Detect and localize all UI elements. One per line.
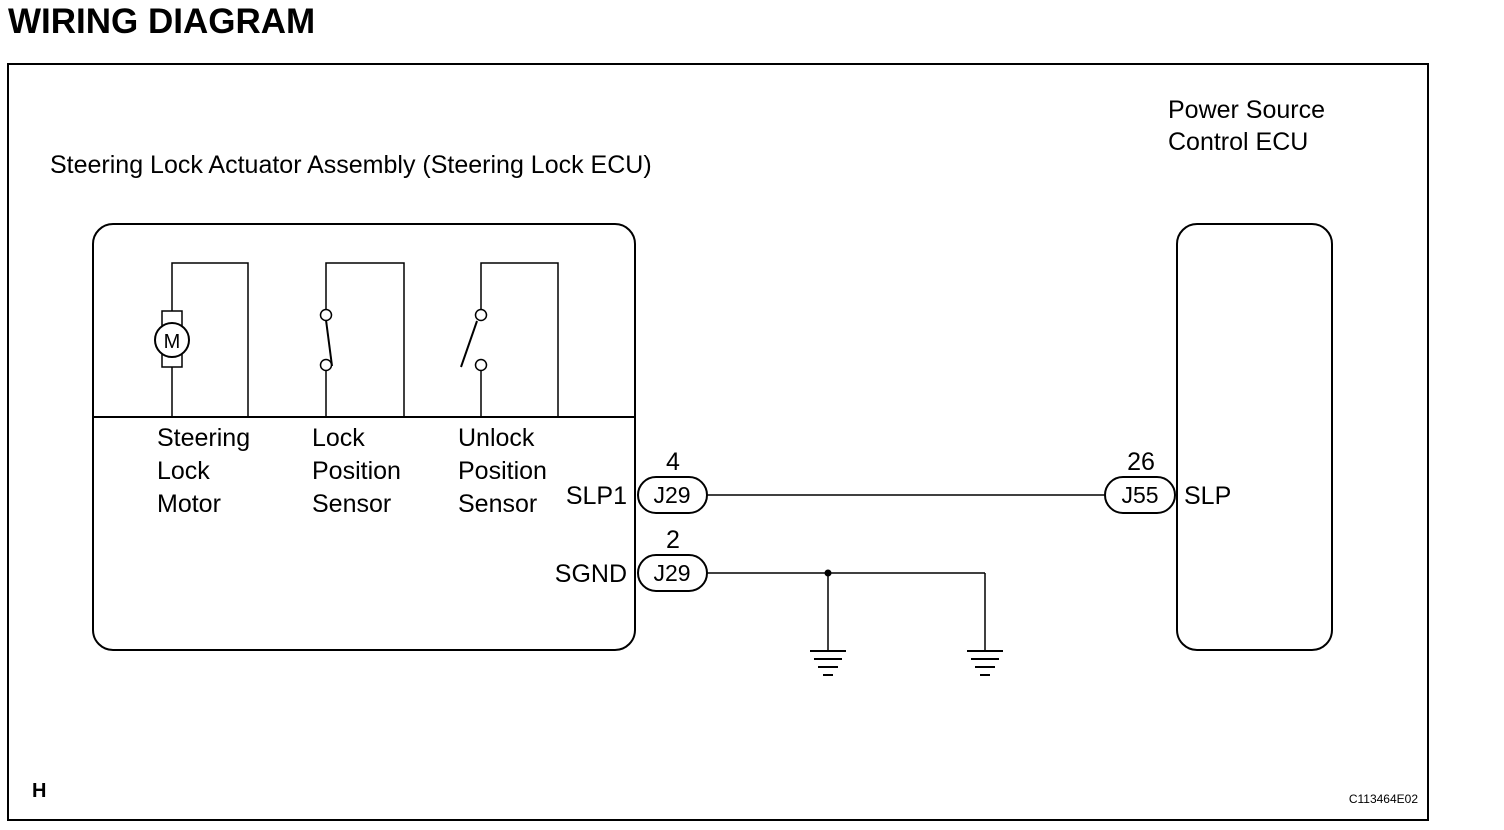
unlock-sensor-switch [460,262,559,417]
lock-sensor-label-line-1: Lock [312,424,365,452]
connector-j55 [1104,476,1176,514]
terminal-slp1-label: SLP1 [566,482,627,510]
actuator-assembly-label: Steering Lock Actuator Assembly (Steerin… [50,151,652,179]
actuator-assembly-box [92,223,636,651]
figure-code: C113464E02 [1349,792,1418,806]
connector-j55-label: J55 [1121,482,1158,508]
diagram-title: WIRING DIAGRAM [8,2,316,41]
motor-icon [154,322,190,358]
ground-symbol-1 [810,650,846,676]
motor-label-line-2: Lock [157,457,210,485]
lock-sensor-switch [319,262,405,417]
pin-number-slp: 26 [1127,448,1155,476]
lock-sensor-label-line-2: Position [312,457,401,485]
unlock-sensor-label-line-2: Position [458,457,547,485]
unlock-sensor-label-line-3: Sensor [458,490,537,518]
motor-symbol: M [164,331,181,353]
terminal-sgnd-label: SGND [555,560,627,588]
motor-label-line-1: Steering [157,424,250,452]
terminal-slp-label: SLP [1184,482,1231,510]
ecu-label-line-2: Control ECU [1168,128,1308,156]
unlock-sensor-label-line-1: Unlock [458,424,535,452]
ground-symbol-2 [967,650,1003,676]
power-source-ecu-box [1176,223,1333,651]
corner-letter: H [32,780,46,802]
ecu-label-line-1: Power Source [1168,96,1325,124]
pin-number-slp1: 4 [666,448,680,476]
connector-j29-slp1-label: J29 [653,482,690,508]
ground-wiring [707,569,986,651]
motor-circuit: M [154,262,249,417]
motor-label-line-3: Motor [157,490,221,518]
diagram-frame [7,63,1429,821]
pin-number-sgnd: 2 [666,526,680,554]
lock-sensor-label-line-3: Sensor [312,490,391,518]
connector-j29-sgnd-label: J29 [653,560,690,586]
